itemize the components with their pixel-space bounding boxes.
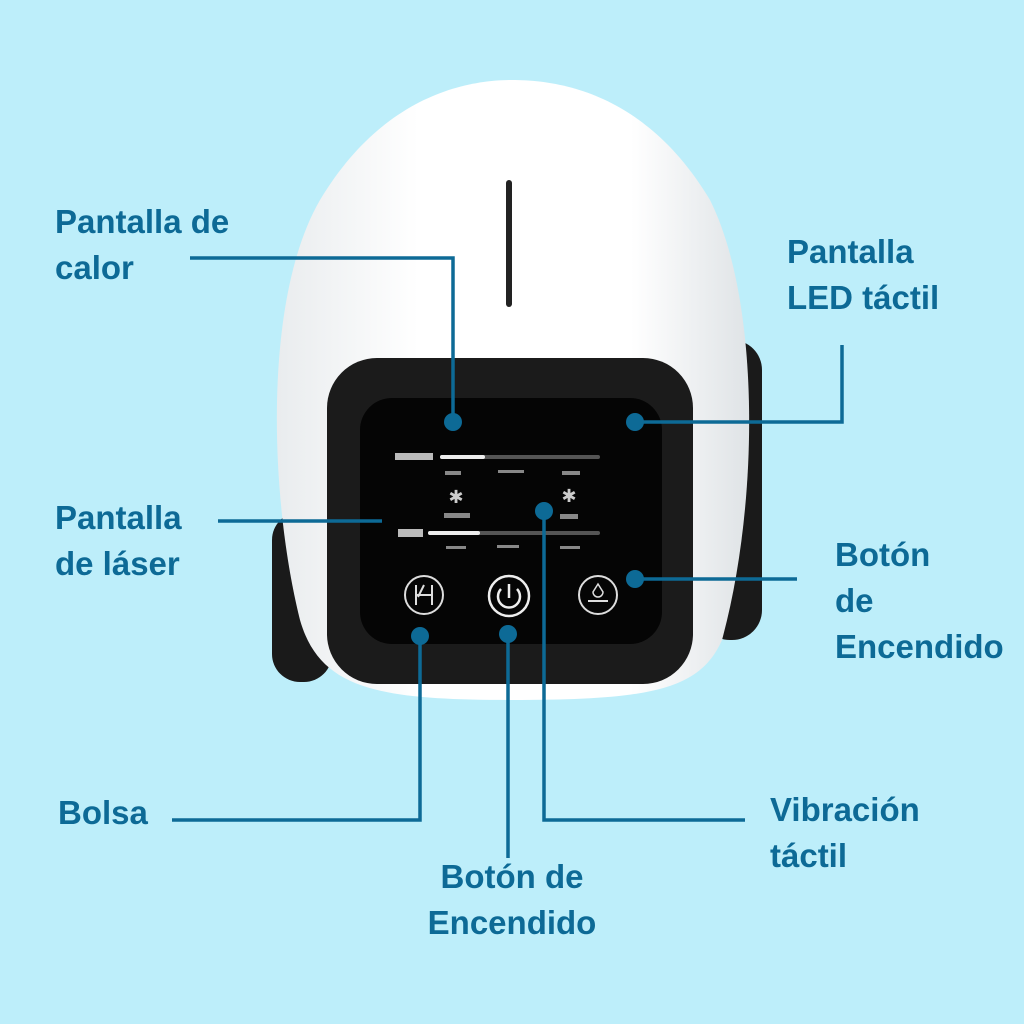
label-laser-display: Pantalla de láser (55, 495, 182, 587)
label-line: Encendido (835, 628, 1004, 665)
label-line: táctil (770, 837, 848, 874)
slot (506, 180, 512, 307)
herb-icon (404, 575, 444, 615)
heat-icon (578, 575, 618, 615)
label-bag: Bolsa (58, 790, 148, 836)
vibration-symbol-icon: ✱ (561, 486, 576, 506)
label-heat-display: Pantalla de calor (55, 199, 229, 291)
label-line: Bolsa (58, 794, 148, 831)
touch-screen (360, 398, 662, 644)
label-line: Botón (835, 536, 931, 573)
heat-bar (395, 453, 600, 460)
label-line: LED táctil (787, 279, 940, 316)
callout-dots (411, 413, 644, 645)
label-touch-vibration: Vibración táctil (770, 787, 920, 879)
screen-small-marks (444, 470, 580, 549)
label-line: de (835, 582, 874, 619)
label-line: Vibración (770, 791, 920, 828)
label-line: Pantalla de (55, 203, 230, 240)
label-line: Pantalla (55, 499, 182, 536)
label-line: Encendido (427, 904, 597, 941)
callout-lines (172, 256, 844, 858)
laser-bar (398, 529, 600, 537)
herb-symbol-icon: ✱ (448, 487, 463, 507)
label-line: Botón de (440, 858, 584, 895)
label-line: de láser (55, 545, 180, 582)
label-line: calor (55, 249, 134, 286)
power-icon (487, 574, 531, 618)
label-line: Pantalla (787, 233, 914, 270)
label-power-button-bottom: Botón de Encendido (412, 854, 612, 946)
